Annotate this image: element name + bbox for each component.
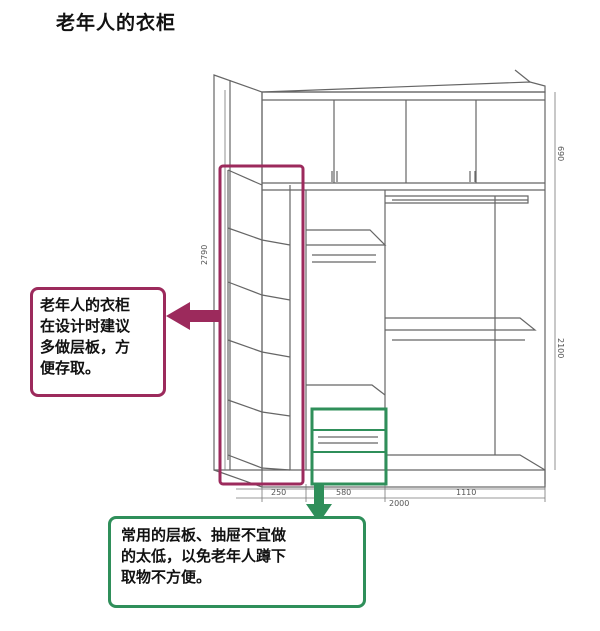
- callout-line: 老年人的衣柜: [40, 296, 131, 314]
- callout-line: 取物不方便。: [121, 568, 212, 586]
- dimension-lines: [224, 90, 556, 502]
- callout-line: 在设计时建议: [40, 317, 131, 335]
- drawers-callout: 常用的层板、抽屉不宜做 的太低，以免老年人蹲下 取物不方便。: [108, 516, 366, 608]
- shelves-callout: 老年人的衣柜 在设计时建议 多做层板，方 便存取。: [30, 287, 166, 397]
- callout-line: 多做层板，方: [40, 338, 131, 356]
- dim-width-middle: 580: [336, 488, 351, 497]
- dim-top-height: 690: [556, 146, 565, 161]
- drawers-highlight-box: [310, 407, 388, 486]
- diagram-title: 老年人的衣柜: [56, 12, 177, 34]
- dim-width-left: 250: [271, 488, 286, 497]
- dim-width-right: 1110: [456, 488, 476, 497]
- left-callout-arrow: [166, 302, 220, 330]
- callout-line: 常用的层板、抽屉不宜做: [121, 526, 287, 544]
- callout-line: 的太低，以免老年人蹲下: [121, 547, 287, 565]
- dim-total-height: 2790: [200, 245, 209, 265]
- dim-lower-height: 2100: [556, 338, 565, 358]
- callout-line: 便存取。: [40, 359, 101, 377]
- wardrobe-outline: [213, 69, 546, 488]
- shelves-highlight-box: [218, 164, 305, 486]
- dimension-labels: 690 2790 2100 250 580 1110 2000: [200, 146, 565, 508]
- bottom-callout-arrow: [306, 484, 332, 523]
- dim-total-width: 2000: [389, 499, 409, 508]
